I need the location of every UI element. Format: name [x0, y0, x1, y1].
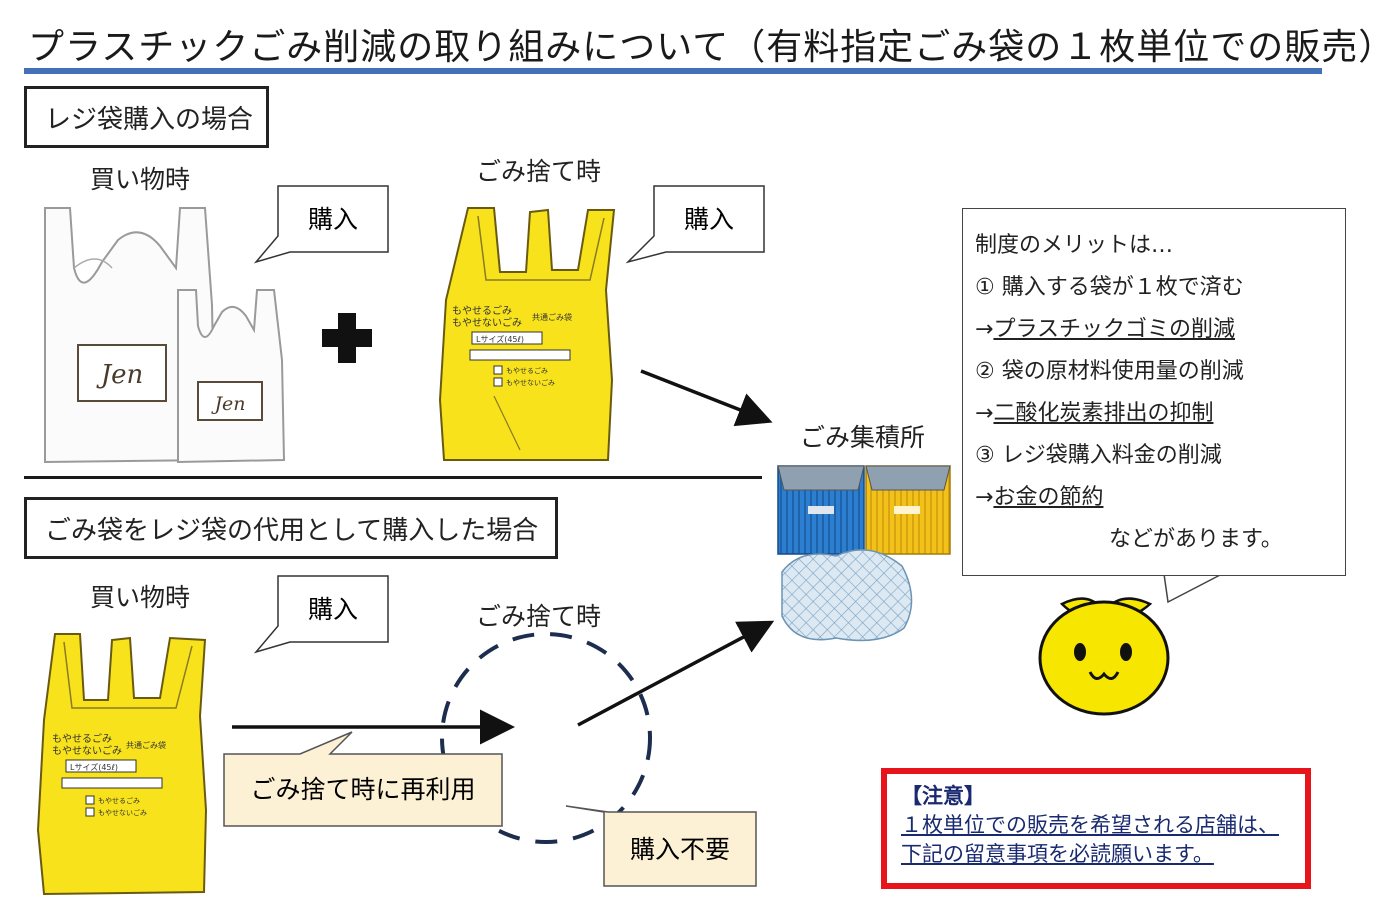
- net-garbage-bag: [781, 549, 913, 642]
- collection-point-label: ごみ集積所: [800, 423, 926, 452]
- merit-result-2-row: →二酸化炭素排出の抑制: [975, 393, 1345, 435]
- svg-text:もやせるごみ: もやせるごみ: [452, 304, 512, 317]
- case1-shopping-label: 買い物時: [90, 165, 191, 194]
- dashed-circle: [440, 632, 652, 844]
- merit-item-2: ② 袋の原材料使用量の削減: [975, 359, 1244, 384]
- merit-result-1: プラスチックゴミの削減: [993, 317, 1235, 342]
- svg-text:もやせないごみ: もやせないごみ: [452, 316, 522, 329]
- merit-result-3: お金の節約: [993, 485, 1104, 510]
- arrow-to-collection-1: [640, 369, 773, 427]
- merit-arrow-2: →: [975, 401, 994, 426]
- svg-text:もやせるごみ: もやせるごみ: [506, 366, 548, 375]
- merit-arrow-3: →: [975, 485, 994, 510]
- svg-text:購入不要: 購入不要: [630, 835, 730, 864]
- svg-text:もやせないごみ: もやせないごみ: [52, 744, 122, 757]
- callout-purchase-1: 購入: [253, 185, 389, 264]
- notice-heading: 【注意】: [901, 784, 985, 808]
- callout-no-purchase: 購入不要: [565, 805, 757, 887]
- svg-text:購入: 購入: [684, 205, 734, 234]
- svg-text:購入: 購入: [308, 205, 358, 234]
- svg-text:もやせるごみ: もやせるごみ: [52, 732, 112, 745]
- collection-bins: [777, 465, 951, 555]
- svg-text:もやせないごみ: もやせないごみ: [98, 808, 147, 817]
- svg-text:共通ごみ袋: 共通ごみ袋: [126, 740, 166, 750]
- merit-bubble-tail: [1163, 573, 1223, 604]
- shop-bag-logo-small: Jen: [210, 393, 245, 415]
- merit-result-1-row: →プラスチックゴミの削減: [975, 309, 1345, 351]
- merit-arrow-1: →: [975, 317, 994, 342]
- shopping-bag-small: [177, 289, 286, 464]
- case2-heading: ごみ袋をレジ袋の代用として購入した場合: [24, 497, 558, 559]
- arrow-to-collection-2: [577, 620, 775, 727]
- shop-bag-logo-large: Jen: [96, 360, 144, 390]
- title-underline: [24, 68, 1322, 74]
- plus-icon: [322, 313, 372, 363]
- merit-outro: などがあります。: [1109, 527, 1283, 552]
- svg-text:もやせないごみ: もやせないごみ: [506, 378, 555, 387]
- notice-line-2[interactable]: 下記の留意事項を必読願います。: [901, 842, 1214, 866]
- merit-box: 制度のメリットは… ① 購入する袋が１枚で済む →プラスチックゴミの削減 ② 袋…: [962, 208, 1346, 576]
- notice-box[interactable]: 【注意】 １枚単位での販売を希望される店舗は、 下記の留意事項を必読願います。: [881, 768, 1311, 889]
- callout-purchase-3: 購入: [253, 575, 389, 654]
- svg-text:もやせるごみ: もやせるごみ: [98, 796, 140, 805]
- notice-line-1[interactable]: １枚単位での販売を希望される店舗は、: [901, 813, 1279, 837]
- shopping-bag-large: [44, 207, 217, 464]
- garbage-bag-bottom: もやせるごみ もやせないごみ 共通ごみ袋 Lサイズ(45ℓ) もやせるごみ もや…: [36, 633, 208, 896]
- case2-disposal-label: ごみ捨て時: [476, 602, 602, 631]
- callout-reuse: ごみ捨て時に再利用: [223, 731, 503, 827]
- merit-intro: 制度のメリットは…: [975, 233, 1174, 258]
- case1-heading: レジ袋購入の場合: [24, 86, 269, 148]
- merit-result-2: 二酸化炭素排出の抑制: [993, 401, 1214, 426]
- section-divider: [24, 476, 762, 479]
- mascot-character: [1038, 597, 1170, 716]
- svg-text:購入: 購入: [308, 595, 358, 624]
- svg-text:ごみ捨て時に再利用: ごみ捨て時に再利用: [250, 775, 475, 804]
- callout-purchase-2: 購入: [625, 185, 765, 264]
- page-title: プラスチックごみ削減の取り組みについて（有料指定ごみ袋の１枚単位での販売）: [28, 27, 1390, 68]
- merit-result-3-row: →お金の節約: [975, 477, 1345, 519]
- svg-text:共通ごみ袋: 共通ごみ袋: [532, 312, 572, 322]
- garbage-bag-top: もやせるごみ もやせないごみ 共通ごみ袋 Lサイズ(45ℓ) もやせるごみ もや…: [438, 207, 616, 461]
- merit-item-1: ① 購入する袋が１枚で済む: [975, 275, 1244, 300]
- merit-item-3: ③ レジ袋購入料金の削減: [975, 443, 1222, 468]
- case1-disposal-label: ごみ捨て時: [476, 157, 602, 186]
- svg-text:Lサイズ(45ℓ): Lサイズ(45ℓ): [476, 334, 524, 344]
- case2-shopping-label: 買い物時: [90, 583, 191, 612]
- svg-text:Lサイズ(45ℓ): Lサイズ(45ℓ): [70, 762, 118, 772]
